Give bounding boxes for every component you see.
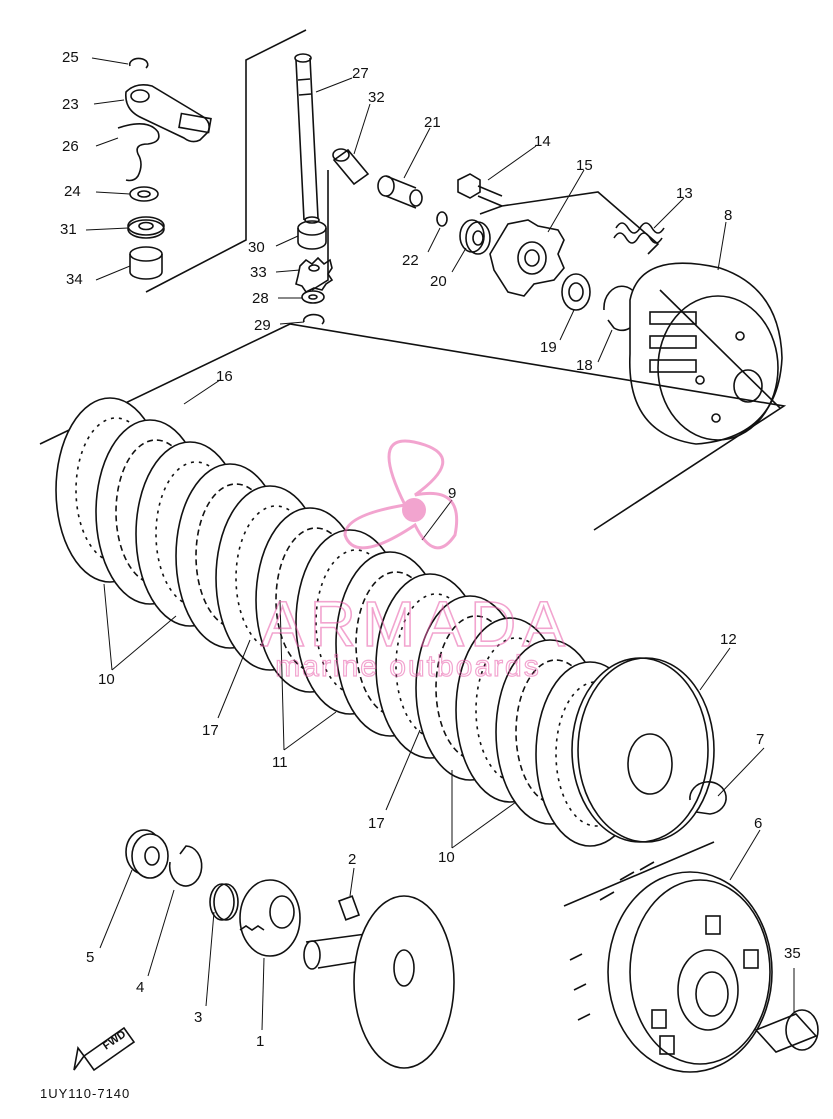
callout-9: 9	[448, 485, 457, 502]
callout-13: 13	[676, 185, 693, 202]
push-rod-group	[294, 53, 370, 325]
callout-23: 23	[62, 96, 79, 113]
callout-10a: 10	[98, 671, 115, 688]
callout-18: 18	[576, 357, 593, 374]
callout-27: 27	[352, 65, 369, 82]
callout-22: 22	[402, 252, 419, 269]
callout-11: 11	[272, 754, 288, 771]
callout-28: 28	[252, 290, 269, 307]
circlip-7	[689, 781, 727, 815]
callout-10b: 10	[438, 849, 455, 866]
clutch-housing-8	[629, 262, 783, 445]
callout-5: 5	[86, 949, 95, 966]
watermark-title: ARMADA	[261, 588, 571, 660]
shift-lever-group	[117, 29, 307, 293]
callout-19: 19	[540, 339, 557, 356]
callout-24: 24	[64, 183, 81, 200]
fwd-arrow	[73, 1026, 136, 1072]
watermark-subtitle: marine outboards	[275, 650, 540, 683]
drawing-code: 1UY110-7140	[40, 1086, 131, 1101]
callout-33: 33	[250, 264, 267, 281]
callout-31: 31	[60, 221, 77, 238]
callout-26: 26	[62, 138, 79, 155]
callout-14: 14	[534, 133, 551, 150]
callout-17a: 17	[202, 722, 219, 739]
callout-12: 12	[720, 631, 737, 648]
callout-17b: 17	[368, 815, 385, 832]
callout-32: 32	[368, 89, 385, 106]
bottom-left-parts	[125, 829, 455, 1069]
callout-20: 20	[430, 273, 447, 290]
callout-8: 8	[724, 207, 733, 224]
callout-29: 29	[254, 317, 271, 334]
callout-16: 16	[216, 368, 233, 385]
callout-2: 2	[348, 851, 357, 868]
watermark: ARMADA marine outboards	[260, 439, 571, 684]
callout-6: 6	[754, 815, 763, 832]
callout-30: 30	[248, 239, 265, 256]
callout-7: 7	[756, 731, 765, 748]
callout-3: 3	[194, 1009, 203, 1026]
plates-bracket	[39, 323, 787, 531]
callout-21: 21	[424, 114, 441, 131]
callout-35: 35	[784, 945, 801, 962]
callout-34: 34	[66, 271, 83, 288]
pressure-plate-12	[571, 657, 715, 843]
callout-25: 25	[62, 49, 79, 66]
callout-15: 15	[576, 157, 593, 174]
callout-4: 4	[136, 979, 145, 996]
bushing-35	[754, 1009, 819, 1053]
clutch-boss-6	[563, 841, 773, 1073]
leader-lines	[85, 57, 795, 1031]
callout-1: 1	[256, 1033, 265, 1050]
pressure-plate-parts	[377, 173, 665, 332]
